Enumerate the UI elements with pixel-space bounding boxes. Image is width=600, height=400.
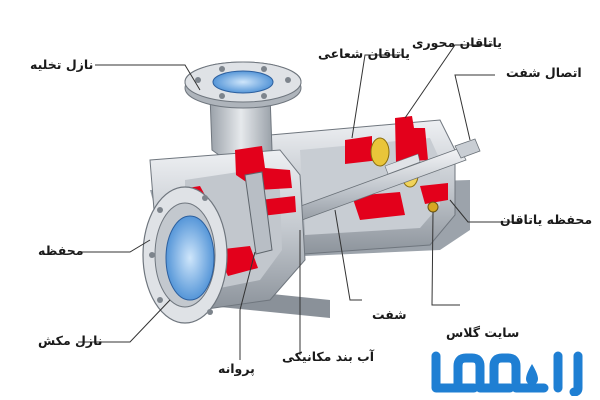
label-bearing-housing: محفظه یاتاقان	[500, 212, 593, 227]
label-mechanical-seal: آب بند مکانیکی	[282, 349, 374, 364]
bearing-ring	[370, 137, 390, 167]
label-shaft: شفت	[372, 307, 407, 322]
label-casing: محفظه	[38, 243, 84, 258]
label-radial-bearing: یاتاقان شعاعی	[318, 46, 410, 61]
suction-nozzle-part	[142, 186, 228, 324]
axial-bearing-section	[395, 116, 428, 162]
label-discharge-nozzle: نازل تخلیه	[30, 57, 94, 72]
label-suction-nozzle: نازل مکش	[38, 333, 103, 348]
mechanical-seal-section	[260, 196, 296, 216]
label-sight-glass: سایت گلاس	[446, 325, 520, 340]
leader-lines	[78, 44, 520, 360]
label-axial-bearing: یاتاقان محوری	[412, 35, 502, 50]
impeller-part	[244, 171, 273, 255]
label-impeller: پروانه	[218, 361, 255, 376]
label-shaft-coupling: اتصال شفت	[506, 65, 582, 80]
sight-glass-window	[427, 201, 439, 213]
brand-logo	[431, 351, 583, 396]
